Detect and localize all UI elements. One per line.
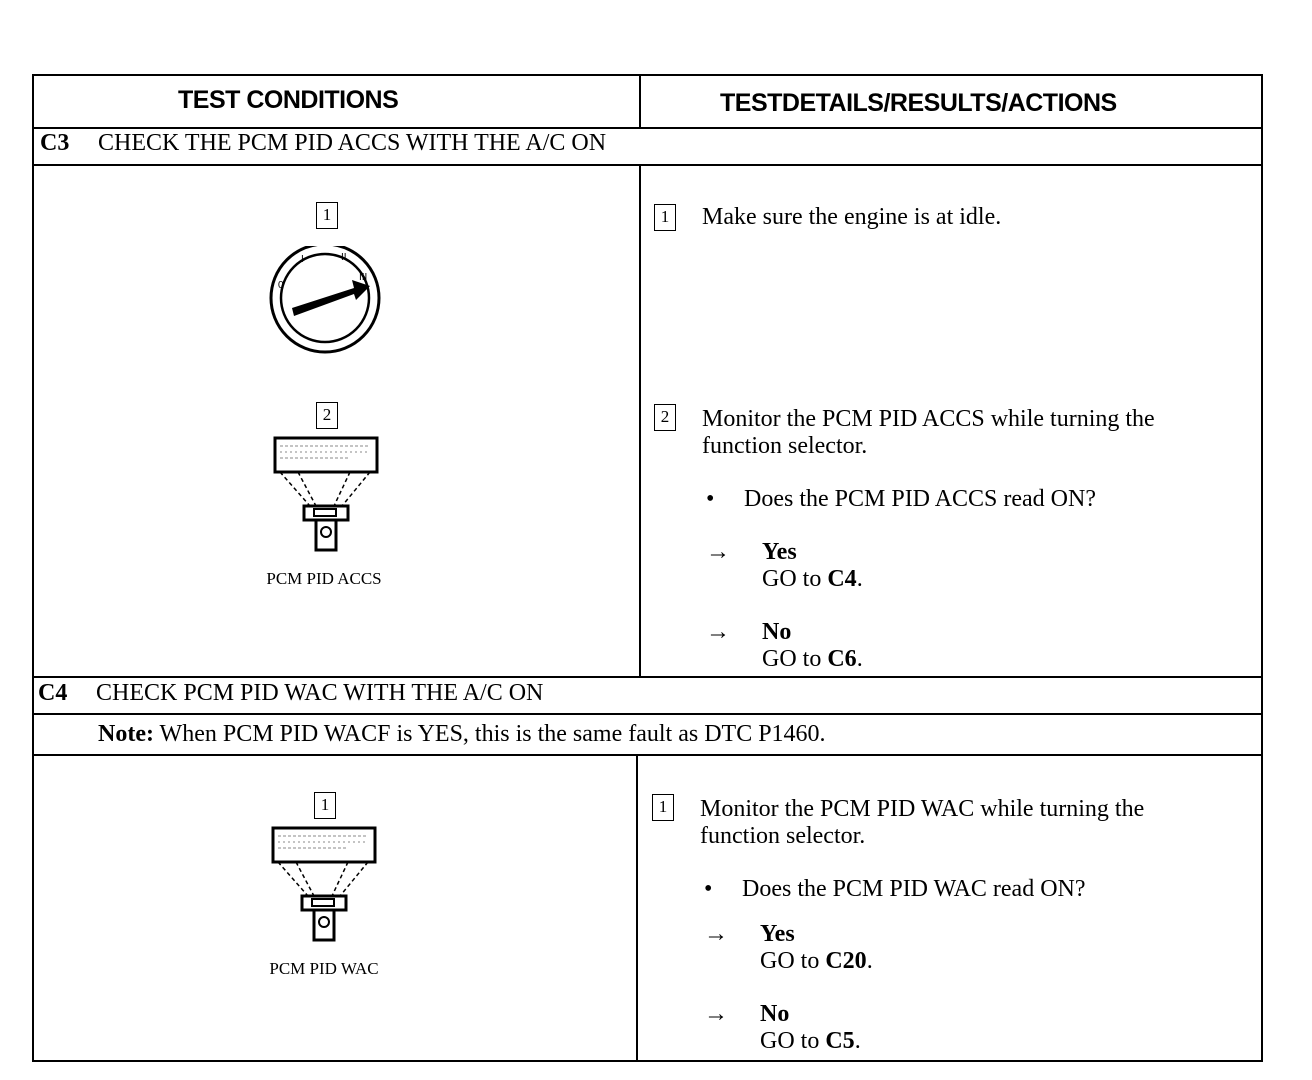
header-divider: [34, 127, 1261, 129]
c4-right-step1-box: 1: [652, 794, 674, 821]
c3-yes-go-target: C4: [827, 566, 857, 592]
c3-no-go-target: C6: [827, 646, 857, 672]
c4-left-caption: PCM PID WAC: [269, 959, 379, 978]
c4-left-step1-box: 1: [314, 792, 336, 819]
c3-question: Does the PCM PID ACCS read ON?: [744, 486, 1096, 512]
c4-note: Note: When PCM PID WACF is YES, this is …: [98, 721, 826, 748]
c3-yes-go-prefix: GO to: [762, 566, 822, 592]
c3-right-step2-box: 2: [654, 404, 676, 431]
c4-code: C4: [38, 680, 68, 706]
c4-yes-label: Yes: [760, 921, 795, 947]
c4-yes-go-target: C20: [825, 948, 867, 974]
c3-title: CHECK THE PCM PID ACCS WITH THE A/C ON: [98, 130, 607, 156]
scan-tool-icon: [273, 436, 379, 552]
c3-section-title: C3 CHECK THE PCM PID ACCS WITH THE A/C ON: [40, 130, 606, 157]
c4-no-label: No: [760, 1001, 790, 1027]
svg-text:II: II: [341, 252, 347, 263]
c4-question: Does the PCM PID WAC read ON?: [742, 876, 1086, 902]
c4-title: CHECK PCM PID WAC WITH THE A/C ON: [96, 680, 544, 706]
c3-left-step1-box: 1: [316, 202, 338, 229]
c4-yes-response: Yes GO to C20.: [760, 921, 873, 974]
c3-code: C3: [40, 130, 70, 156]
c4-no-go-prefix: GO to: [760, 1028, 820, 1054]
svg-text:III: III: [359, 272, 367, 283]
c3-no-go-prefix: GO to: [762, 646, 822, 672]
c4-no-go-target: C5: [825, 1028, 855, 1054]
test-table: TEST CONDITIONS TESTDETAILS/RESULTS/ACTI…: [32, 74, 1263, 1062]
c3-end-divider: [34, 676, 1261, 678]
svg-text:I: I: [301, 254, 304, 265]
c3-yes-label: Yes: [762, 539, 797, 565]
c4-yes-go-prefix: GO to: [760, 948, 820, 974]
c4-no-arrow: →: [704, 1001, 728, 1027]
c3-right-step1-box: 1: [654, 204, 676, 231]
c4-section-title: C4 CHECK PCM PID WAC WITH THE A/C ON: [38, 680, 543, 707]
c3-step2-text: Monitor the PCM PID ACCS while turning t…: [702, 406, 1155, 459]
c3-no-arrow: →: [706, 619, 730, 645]
c4-note-divider: [34, 754, 1261, 756]
header-test-details: TESTDETAILS/RESULTS/ACTIONS: [720, 89, 1117, 117]
c3-yes-response: Yes GO to C4.: [762, 539, 863, 592]
c3-title-divider: [34, 164, 1261, 166]
c4-note-label: Note:: [98, 721, 154, 747]
c3-yes-arrow: →: [706, 539, 730, 565]
scan-tool-icon: [271, 826, 377, 942]
c3-left-caption: PCM PID ACCS: [266, 569, 382, 588]
c4-no-response: No GO to C5.: [760, 1001, 861, 1054]
ignition-switch-icon: 0 I II III: [269, 246, 381, 354]
c4-yes-arrow: →: [704, 921, 728, 947]
header-col-divider: [639, 76, 641, 127]
svg-text:0: 0: [278, 280, 284, 291]
c4-bullet: •: [704, 876, 713, 902]
c3-bullet: •: [706, 486, 715, 512]
c3-col-divider: [639, 164, 641, 676]
header-test-conditions: TEST CONDITIONS: [178, 86, 399, 114]
c3-left-step2-box: 2: [316, 402, 338, 429]
c4-title-divider: [34, 713, 1261, 715]
c4-note-text: When PCM PID WACF is YES, this is the sa…: [159, 721, 826, 747]
c4-step1-text: Monitor the PCM PID WAC while turning th…: [700, 796, 1145, 849]
c4-col-divider: [636, 754, 638, 1060]
c3-no-response: No GO to C6.: [762, 619, 863, 672]
c3-no-label: No: [762, 619, 792, 645]
c3-step1-text: Make sure the engine is at idle.: [702, 204, 1002, 230]
